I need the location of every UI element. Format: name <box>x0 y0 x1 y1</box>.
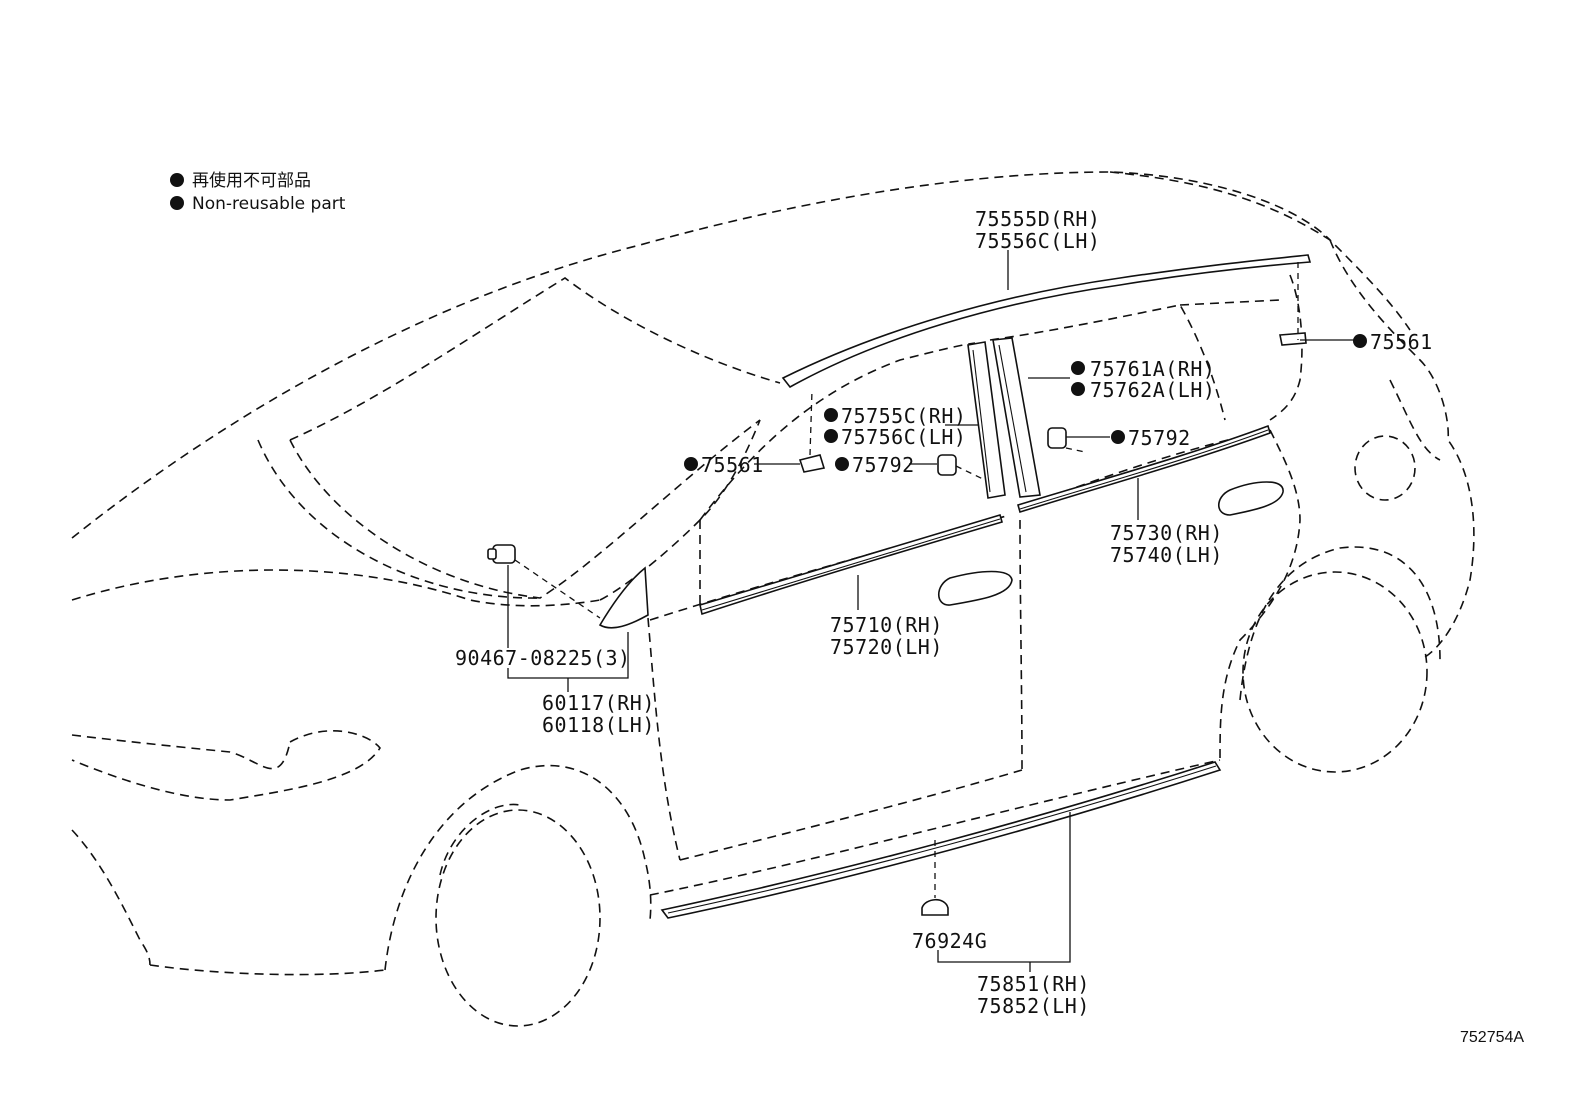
center-pillar-garnish-front <box>967 341 1006 499</box>
label-75755C: 75755C(RH) <box>841 404 966 428</box>
center-pillar-garnish-rear <box>992 337 1041 498</box>
front-pillar-garnish <box>598 566 649 629</box>
non-reusable-dot-icon <box>1071 382 1085 396</box>
non-reusable-dot-icon <box>824 429 838 443</box>
non-reusable-dot-icon <box>1071 361 1085 375</box>
label-75555D: 75555D(RH) <box>975 207 1100 231</box>
label-75561-right: 75561 <box>1370 330 1433 354</box>
roof-drip-moulding <box>781 254 1312 389</box>
clip-75792-left <box>937 454 957 476</box>
label-60118: 60118(LH) <box>542 713 655 737</box>
legend-text-en: Non-reusable part <box>192 194 346 214</box>
label-75730: 75730(RH) <box>1110 521 1223 545</box>
vehicle-body-phantom <box>71 171 1475 1027</box>
diagram-code: 752754A <box>1460 1029 1524 1046</box>
label-75740: 75740(LH) <box>1110 543 1223 567</box>
part-labels: 75555D(RH) 75556C(LH) 75561 75761A(RH) 7… <box>455 207 1433 1018</box>
non-reusable-dot-icon <box>824 408 838 422</box>
label-75762A: 75762A(LH) <box>1090 378 1215 402</box>
leader-lines <box>507 250 1358 972</box>
label-75792-right: 75792 <box>1128 426 1191 450</box>
clip-75792-right <box>1047 427 1067 449</box>
clip-75561-right <box>1279 332 1307 346</box>
label-75852: 75852(LH) <box>977 994 1090 1018</box>
label-76924G: 76924G <box>912 929 987 953</box>
clip-76924G <box>921 898 949 916</box>
label-75710: 75710(RH) <box>830 613 943 637</box>
non-reusable-dot-icon <box>835 457 849 471</box>
label-75761A: 75761A(RH) <box>1090 357 1215 381</box>
non-reusable-dot-icon <box>1353 334 1367 348</box>
label-75561-left: 75561 <box>701 453 764 477</box>
non-reusable-dot-icon <box>170 173 184 187</box>
clip-90467 <box>487 544 516 564</box>
front-door-belt-moulding <box>699 514 1003 616</box>
clip-75561-left <box>798 454 826 473</box>
label-75556C: 75556C(LH) <box>975 229 1100 253</box>
rocker-panel-moulding <box>660 761 1222 919</box>
rear-door-belt-moulding <box>1017 424 1271 514</box>
label-90467: 90467-08225(3) <box>455 646 631 670</box>
label-75851: 75851(RH) <box>977 972 1090 996</box>
legend-text-ja: 再使用不可部品 <box>192 170 311 191</box>
label-75756C: 75756C(LH) <box>841 425 966 449</box>
label-75720: 75720(LH) <box>830 635 943 659</box>
label-60117: 60117(RH) <box>542 691 655 715</box>
non-reusable-dot-icon <box>170 196 184 210</box>
non-reusable-dot-icon <box>1111 430 1125 444</box>
label-75792-left: 75792 <box>852 453 915 477</box>
legend: 再使用不可部品 Non-reusable part <box>170 170 346 214</box>
non-reusable-dot-icon <box>684 457 698 471</box>
